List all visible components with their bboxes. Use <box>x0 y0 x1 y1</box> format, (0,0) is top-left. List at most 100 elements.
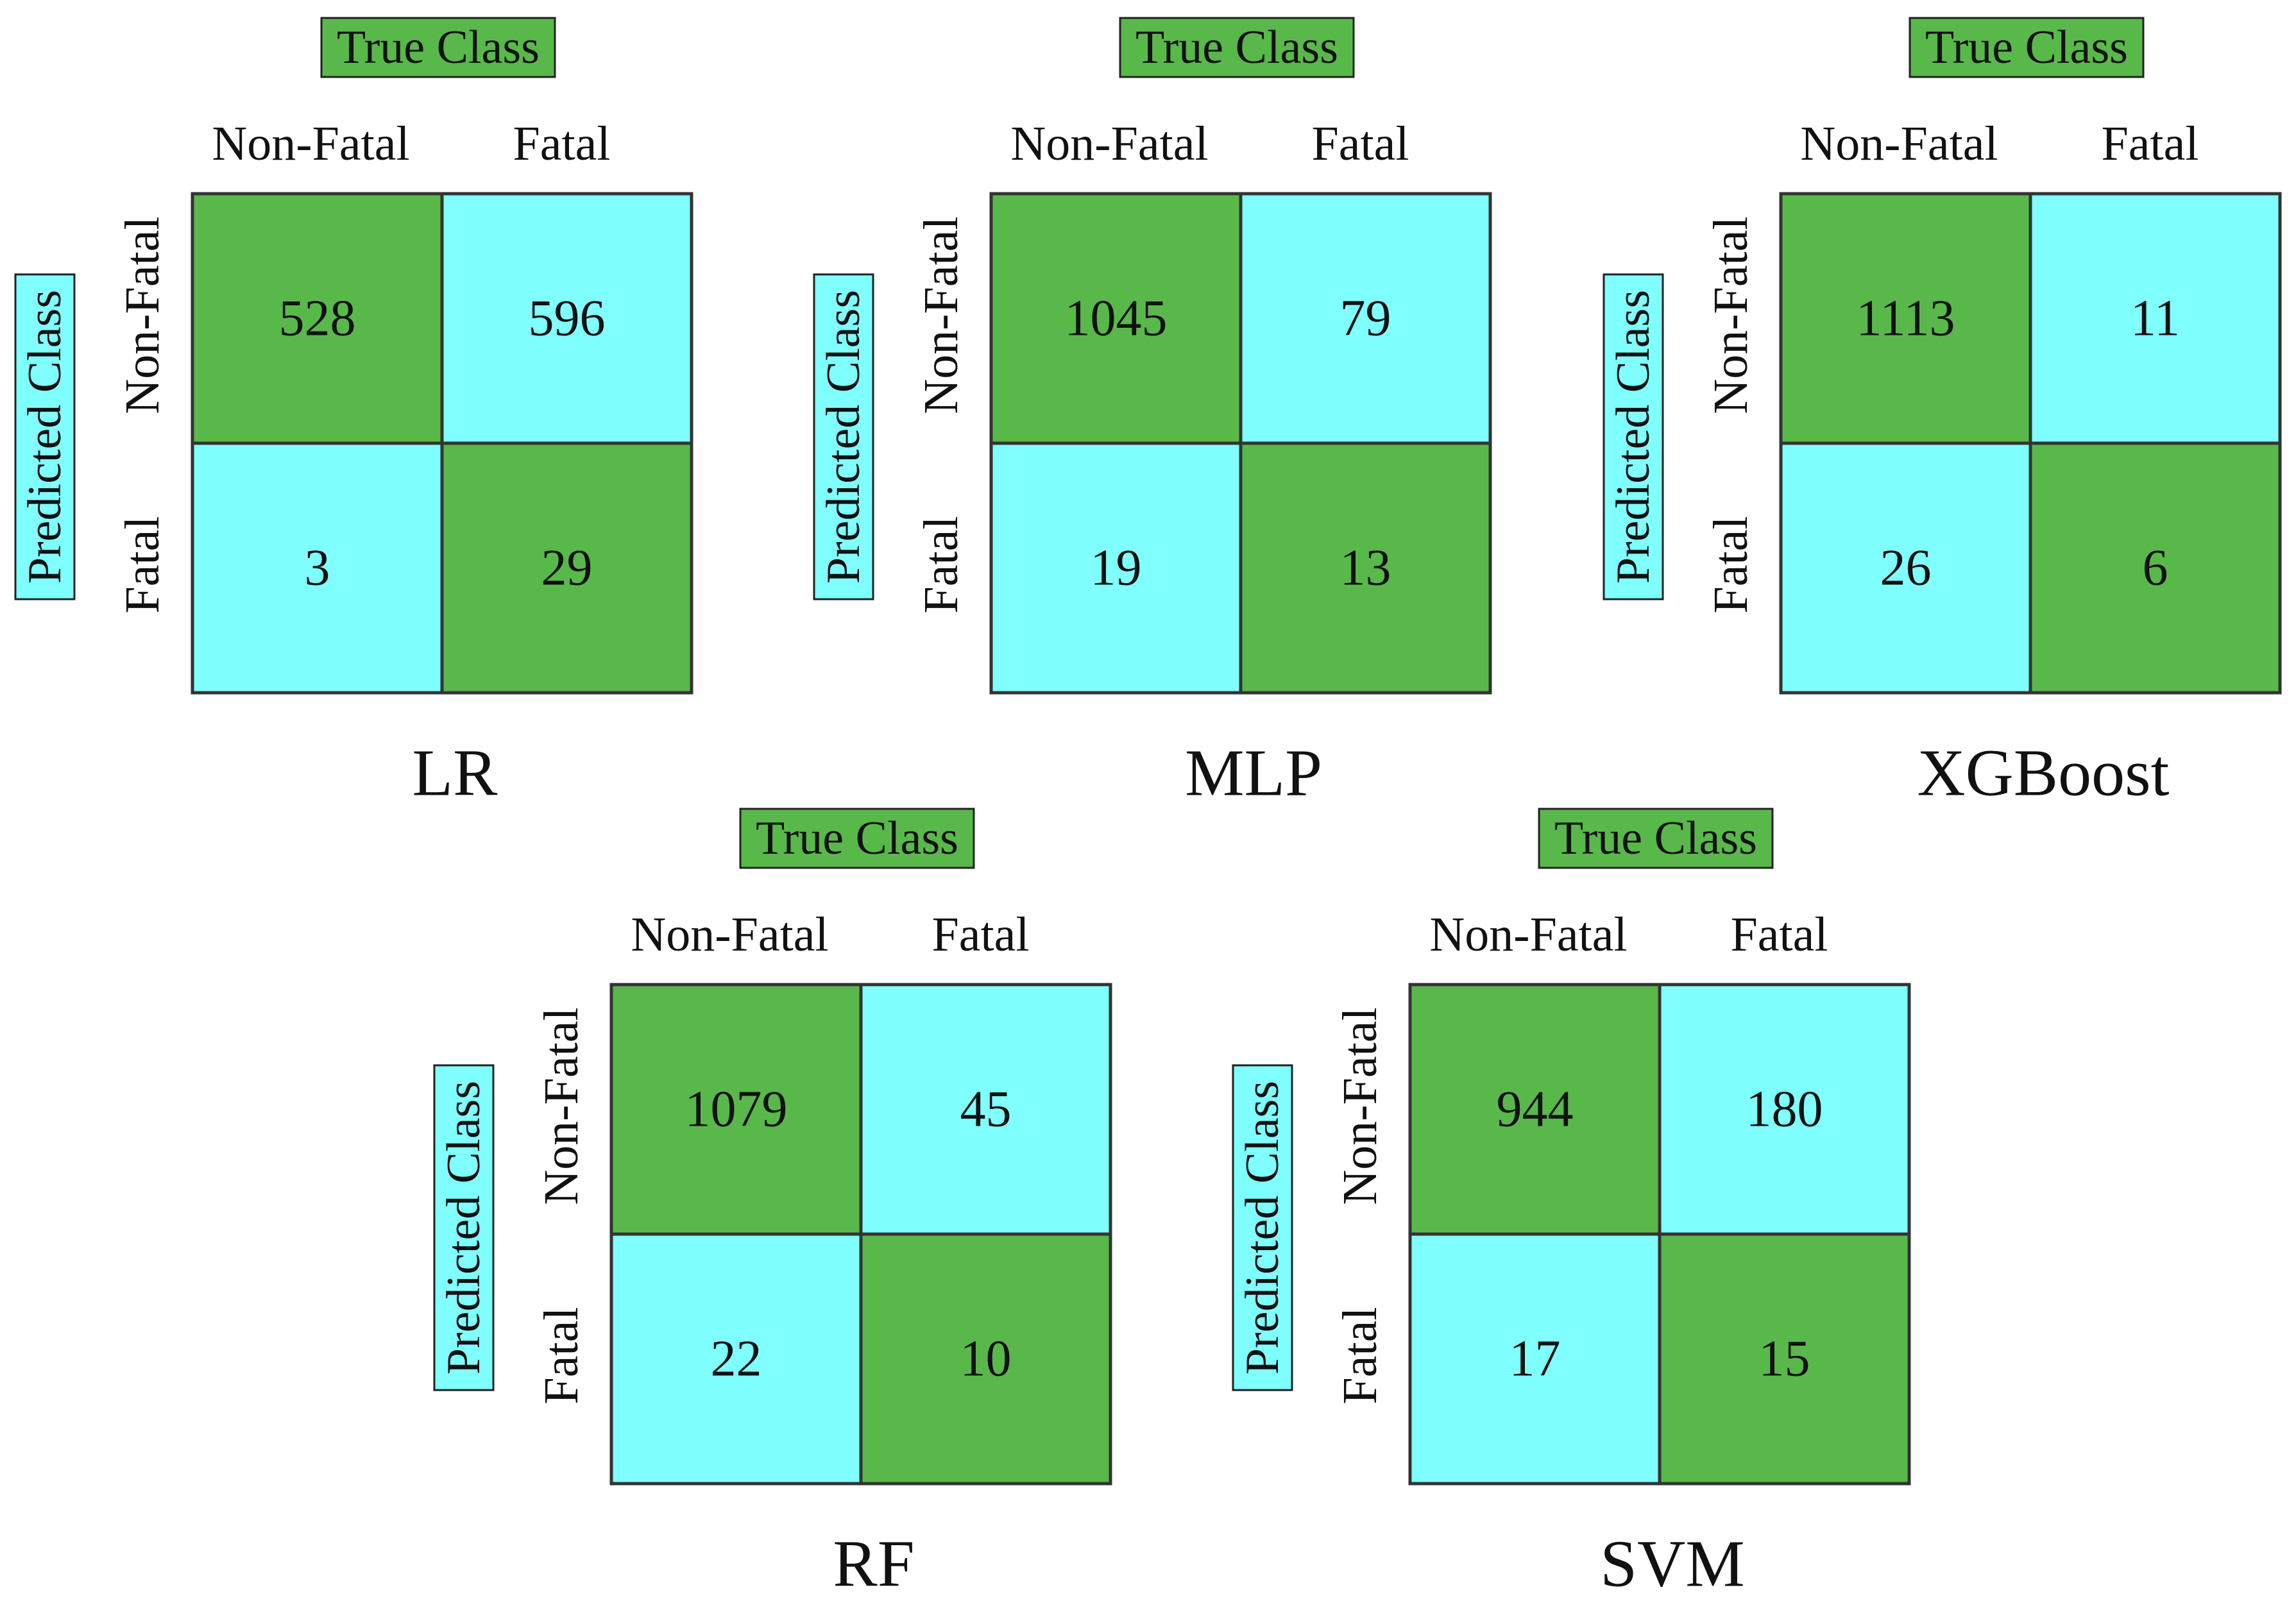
cell-value: 26 <box>1880 540 1932 597</box>
cell-value: 1113 <box>1856 291 1955 347</box>
column-label: Non-Fatal <box>1800 117 1998 171</box>
true-class-label-text: True Class <box>1554 812 1757 865</box>
model-title: LR <box>412 736 498 810</box>
true-class-label: True Class <box>1119 17 1355 78</box>
column-label: Fatal <box>513 117 611 171</box>
predicted-class-label-text: Predicted Class <box>1236 1081 1289 1375</box>
cell-value: 1045 <box>1065 291 1168 347</box>
matrix-cell <box>1239 192 1492 445</box>
predicted-class-label-text: Predicted Class <box>1607 290 1660 584</box>
predicted-class-label-box <box>433 1064 495 1391</box>
cell-value: 1079 <box>685 1081 788 1138</box>
true-class-label-box <box>1538 808 1774 869</box>
row-label: Non-Fatal <box>1333 1007 1387 1205</box>
matrix-cell <box>440 441 693 695</box>
cell-value: 79 <box>1340 291 1391 347</box>
column-label: Fatal <box>1731 908 1828 961</box>
column-label: Non-Fatal <box>1010 117 1208 171</box>
matrix-cell <box>1779 441 2032 695</box>
cell-value: 944 <box>1497 1081 1574 1138</box>
row-label: Fatal <box>1333 1307 1387 1405</box>
row-label: Non-Fatal <box>1704 216 1758 414</box>
true-class-label-box <box>1909 17 2145 78</box>
matrix-cell <box>2028 192 2282 445</box>
model-title: SVM <box>1600 1527 1744 1601</box>
cell-value: 13 <box>1340 540 1391 597</box>
true-class-label-box <box>320 17 556 78</box>
matrix-cell <box>859 983 1112 1236</box>
matrix-cell <box>1779 192 2032 445</box>
column-label: Non-Fatal <box>631 908 828 961</box>
matrix-cell <box>989 441 1243 695</box>
matrix-cell <box>440 192 693 445</box>
predicted-class-label: Predicted Class <box>1232 1064 1293 1391</box>
row-label: Fatal <box>1704 516 1758 614</box>
row-label: Non-Fatal <box>115 216 169 414</box>
cell-value: 22 <box>711 1331 762 1387</box>
predicted-class-label: Predicted Class <box>1603 273 1664 600</box>
matrix-cell <box>1658 983 1911 1236</box>
true-class-label: True Class <box>1909 17 2145 78</box>
predicted-class-label-box <box>813 273 874 600</box>
cell-value: 528 <box>279 291 356 347</box>
column-label: Fatal <box>932 908 1030 961</box>
column-label: Non-Fatal <box>1429 908 1627 961</box>
row-label: Fatal <box>914 516 968 614</box>
cell-value: 15 <box>1759 1331 1810 1387</box>
cell-value: 3 <box>305 540 330 597</box>
row-label: Non-Fatal <box>914 216 968 414</box>
matrix-cell <box>1408 1232 1662 1486</box>
predicted-class-label-text: Predicted Class <box>19 290 71 584</box>
cell-value: 11 <box>2130 291 2180 347</box>
true-class-label-text: True Class <box>756 812 958 865</box>
cell-value: 596 <box>529 291 606 347</box>
true-class-label-text: True Class <box>337 21 540 74</box>
true-class-label-text: True Class <box>1925 21 2128 74</box>
true-class-label-text: True Class <box>1135 21 1338 74</box>
cell-value: 180 <box>1746 1081 1823 1138</box>
matrix-cell <box>609 983 863 1236</box>
cell-value: 6 <box>2143 540 2168 597</box>
true-class-label-box <box>739 808 975 869</box>
matrix-cell <box>1239 441 1492 695</box>
true-class-label: True Class <box>1538 808 1774 869</box>
matrix-cell <box>191 192 444 445</box>
matrix-cell <box>859 1232 1112 1486</box>
predicted-class-label-text: Predicted Class <box>438 1081 490 1375</box>
matrix-cell <box>609 1232 863 1486</box>
model-title: XGBoost <box>1918 736 2170 810</box>
model-title: RF <box>833 1527 914 1601</box>
cell-value: 10 <box>960 1331 1012 1387</box>
matrix-cell <box>1658 1232 1911 1486</box>
cell-value: 45 <box>960 1081 1012 1138</box>
model-title: MLP <box>1185 736 1322 810</box>
column-label: Fatal <box>1312 117 1409 171</box>
predicted-class-label-box <box>1603 273 1664 600</box>
predicted-class-label-box <box>14 273 76 600</box>
true-class-label: True Class <box>320 17 556 78</box>
predicted-class-label: Predicted Class <box>813 273 874 600</box>
predicted-class-label: Predicted Class <box>14 273 76 600</box>
cell-value: 19 <box>1091 540 1142 597</box>
row-label: Fatal <box>534 1307 588 1405</box>
predicted-class-label-text: Predicted Class <box>817 290 870 584</box>
true-class-label: True Class <box>739 808 975 869</box>
cell-value: 17 <box>1509 1331 1561 1387</box>
true-class-label-box <box>1119 17 1355 78</box>
row-label: Fatal <box>115 516 169 614</box>
cell-value: 29 <box>541 540 593 597</box>
predicted-class-label-box <box>1232 1064 1293 1391</box>
row-label: Non-Fatal <box>534 1007 588 1205</box>
column-label: Non-Fatal <box>212 117 409 171</box>
matrix-cell <box>191 441 444 695</box>
matrix-cell <box>2028 441 2282 695</box>
column-label: Fatal <box>2102 117 2199 171</box>
predicted-class-label: Predicted Class <box>433 1064 495 1391</box>
